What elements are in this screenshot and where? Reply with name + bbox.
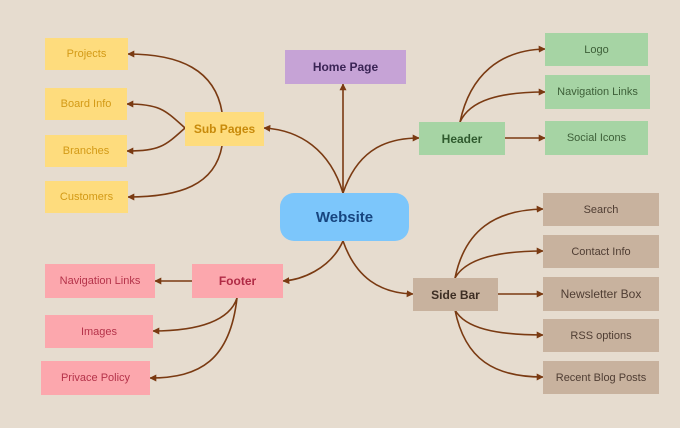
edge-header-logo xyxy=(459,45,546,123)
edge-subpages-boardinfo xyxy=(126,100,186,129)
sub-page-branches[interactable]: Branches xyxy=(45,135,127,167)
footer-navigation-links[interactable]: Navigation Links xyxy=(45,264,155,298)
header-logo[interactable]: Logo xyxy=(545,33,648,66)
footer-node[interactable]: Footer xyxy=(192,264,283,298)
edge-center-sidebar xyxy=(342,240,414,298)
header-navigation-links[interactable]: Navigation Links xyxy=(545,75,650,109)
edge-sidebar-search xyxy=(454,205,544,279)
edge-center-header xyxy=(342,134,420,194)
edge-sidebar-recent xyxy=(454,309,544,381)
edge-header-navlinks xyxy=(459,88,546,123)
website-node[interactable]: Website xyxy=(280,193,409,241)
edge-subpages-customers xyxy=(127,145,223,201)
side-bar-recent-blog-posts[interactable]: Recent Blog Posts xyxy=(543,361,659,394)
footer-privacy-policy[interactable]: Privace Policy xyxy=(41,361,150,395)
header-node[interactable]: Header xyxy=(419,122,505,155)
sub-pages-node[interactable]: Sub Pages xyxy=(185,112,264,146)
edge-center-footer xyxy=(282,240,344,285)
edge-sidebar-contact xyxy=(454,247,544,279)
edge-subpages-projects xyxy=(127,50,223,113)
edge-sidebar-rss xyxy=(454,309,544,339)
edge-subpages-branches xyxy=(126,127,186,155)
sub-page-board-info[interactable]: Board Info xyxy=(45,88,127,120)
edge-center-subpages xyxy=(263,124,344,194)
side-bar-node[interactable]: Side Bar xyxy=(413,278,498,311)
side-bar-rss-options[interactable]: RSS options xyxy=(543,319,659,352)
side-bar-search[interactable]: Search xyxy=(543,193,659,226)
sub-page-projects[interactable]: Projects xyxy=(45,38,128,70)
header-social-icons[interactable]: Social Icons xyxy=(545,121,648,155)
side-bar-newsletter-box[interactable]: Newsletter Box xyxy=(543,277,659,311)
sub-page-customers[interactable]: Customers xyxy=(45,181,128,213)
home-page-node[interactable]: Home Page xyxy=(285,50,406,84)
side-bar-contact-info[interactable]: Contact Info xyxy=(543,235,659,268)
footer-images[interactable]: Images xyxy=(45,315,153,348)
edge-footer-privacy xyxy=(149,297,238,382)
edge-footer-images xyxy=(152,297,238,335)
